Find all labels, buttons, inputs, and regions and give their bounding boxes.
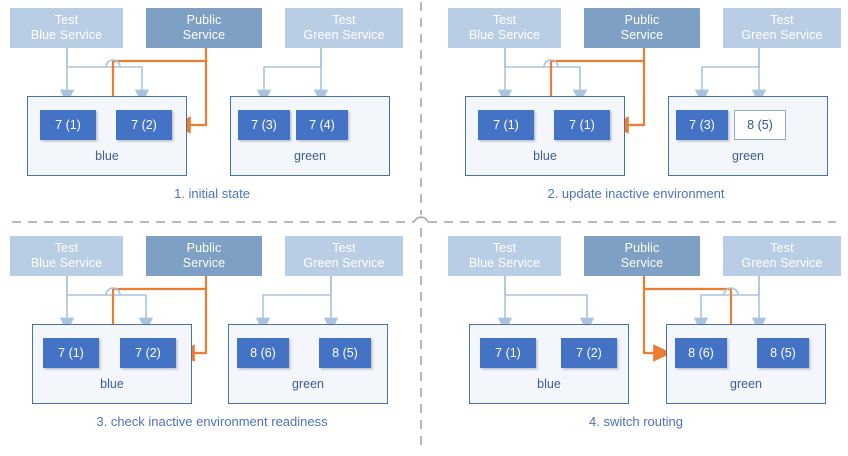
instance-green-1[interactable]: 7 (3) [238,110,290,140]
service-test-green-line2: Green Service [303,256,385,270]
service-test-green-line1: Test [770,13,794,27]
environment-green-label: green [292,377,324,391]
instance-green-2-label: 8 (5) [770,346,796,360]
service-public-line2: Service [182,28,226,42]
instance-blue-2-label: 7 (2) [131,118,157,132]
instance-blue-2[interactable]: 7 (2) [116,110,172,140]
instance-blue-2-label: 7 (1) [569,118,595,132]
service-public-line1: Public [624,13,660,27]
instance-blue-1[interactable]: 7 (1) [478,110,534,140]
instance-blue-2[interactable]: 7 (2) [561,338,617,368]
panel-3-caption: 3. check inactive environment readiness [96,414,328,429]
service-test-green-line2: Green Service [741,256,823,270]
instance-blue-1-label: 7 (1) [55,118,81,132]
service-public-line2: Service [620,28,664,42]
panel-4-caption: 4. switch routing [589,414,683,429]
service-public[interactable]: Public Service [146,236,262,276]
instance-blue-1[interactable]: 7 (1) [40,110,96,140]
service-test-green[interactable]: Test Green Service [285,8,403,48]
service-test-blue[interactable]: Test Blue Service [448,8,561,48]
panel-2-caption: 2. update inactive environment [547,186,725,201]
instance-blue-1[interactable]: 7 (1) [43,338,99,368]
service-test-blue-line1: Test [492,241,517,255]
service-test-green-line1: Test [332,241,356,255]
instance-green-2[interactable]: 7 (4) [296,110,348,140]
service-test-blue[interactable]: Test Blue Service [10,8,123,48]
service-test-green-line2: Green Service [303,28,385,42]
instance-blue-2-label: 7 (2) [135,346,161,360]
instance-blue-2[interactable]: 7 (1) [554,110,610,140]
panel-2-connectors [497,48,767,134]
service-public-line1: Public [186,241,222,255]
instance-blue-2-label: 7 (2) [576,346,602,360]
environment-blue-label: blue [95,149,119,163]
instance-green-2[interactable]: 8 (5) [757,338,809,368]
environment-blue-label: blue [533,149,557,163]
instance-green-2[interactable]: 8 (5) [319,338,371,368]
service-public[interactable]: Public Service [146,8,262,48]
service-test-blue[interactable]: Test Blue Service [448,236,561,276]
service-test-green[interactable]: Test Green Service [285,236,403,276]
service-test-blue-line2: Blue Service [30,256,103,270]
service-test-blue-line2: Blue Service [468,256,541,270]
instance-green-2-label: 8 (5) [332,346,358,360]
instance-green-1-label: 8 (6) [250,346,276,360]
service-test-green-line2: Green Service [741,28,823,42]
panel-1-caption: 1. initial state [174,186,250,201]
instance-blue-1-label: 7 (1) [495,346,521,360]
panel-4-connectors [497,276,767,362]
service-test-blue-line2: Blue Service [468,28,541,42]
instance-green-2-label: 8 (5) [747,118,773,132]
environment-green-label: green [294,149,326,163]
environment-blue-label: blue [100,377,124,391]
environment-green-label: green [730,377,762,391]
service-test-blue-line1: Test [54,13,79,27]
instance-green-1[interactable]: 8 (6) [237,338,289,368]
service-public[interactable]: Public Service [584,8,700,48]
service-test-green-line1: Test [770,241,794,255]
instance-green-1[interactable]: 8 (6) [675,338,727,368]
service-test-green-line1: Test [332,13,356,27]
instance-blue-1[interactable]: 7 (1) [480,338,536,368]
environment-blue-label: blue [537,377,561,391]
service-public-line1: Public [186,13,222,27]
instance-green-1-label: 7 (3) [689,118,715,132]
service-test-blue-line2: Blue Service [30,28,103,42]
panel-check-inactive-environment-readiness: Test Blue Service Public Service Test Gr… [0,228,424,456]
instance-green-1-label: 7 (3) [251,118,277,132]
instance-green-2-label: 7 (4) [309,118,335,132]
service-test-green[interactable]: Test Green Service [723,236,841,276]
instance-blue-2[interactable]: 7 (2) [120,338,176,368]
instance-green-1-label: 8 (6) [688,346,714,360]
instance-blue-1-label: 7 (1) [493,118,519,132]
service-public[interactable]: Public Service [584,236,700,276]
panel-switch-routing: Test Blue Service Public Service Test Gr… [424,228,848,456]
service-test-green[interactable]: Test Green Service [723,8,841,48]
service-test-blue[interactable]: Test Blue Service [10,236,123,276]
panel-initial-state: Test Blue Service Public Service Test Gr… [0,0,424,228]
service-public-line2: Service [182,256,226,270]
panel-update-inactive-environment: Test Blue Service Public Service Test Gr… [424,0,848,228]
instance-green-1[interactable]: 7 (3) [676,110,728,140]
environment-green-label: green [732,149,764,163]
service-public-line1: Public [624,241,660,255]
service-public-line2: Service [620,256,664,270]
service-test-blue-line1: Test [54,241,79,255]
service-test-blue-line1: Test [492,13,517,27]
panel-3-connectors [59,276,339,362]
instance-green-2[interactable]: 8 (5) [734,110,786,140]
instance-blue-1-label: 7 (1) [58,346,84,360]
